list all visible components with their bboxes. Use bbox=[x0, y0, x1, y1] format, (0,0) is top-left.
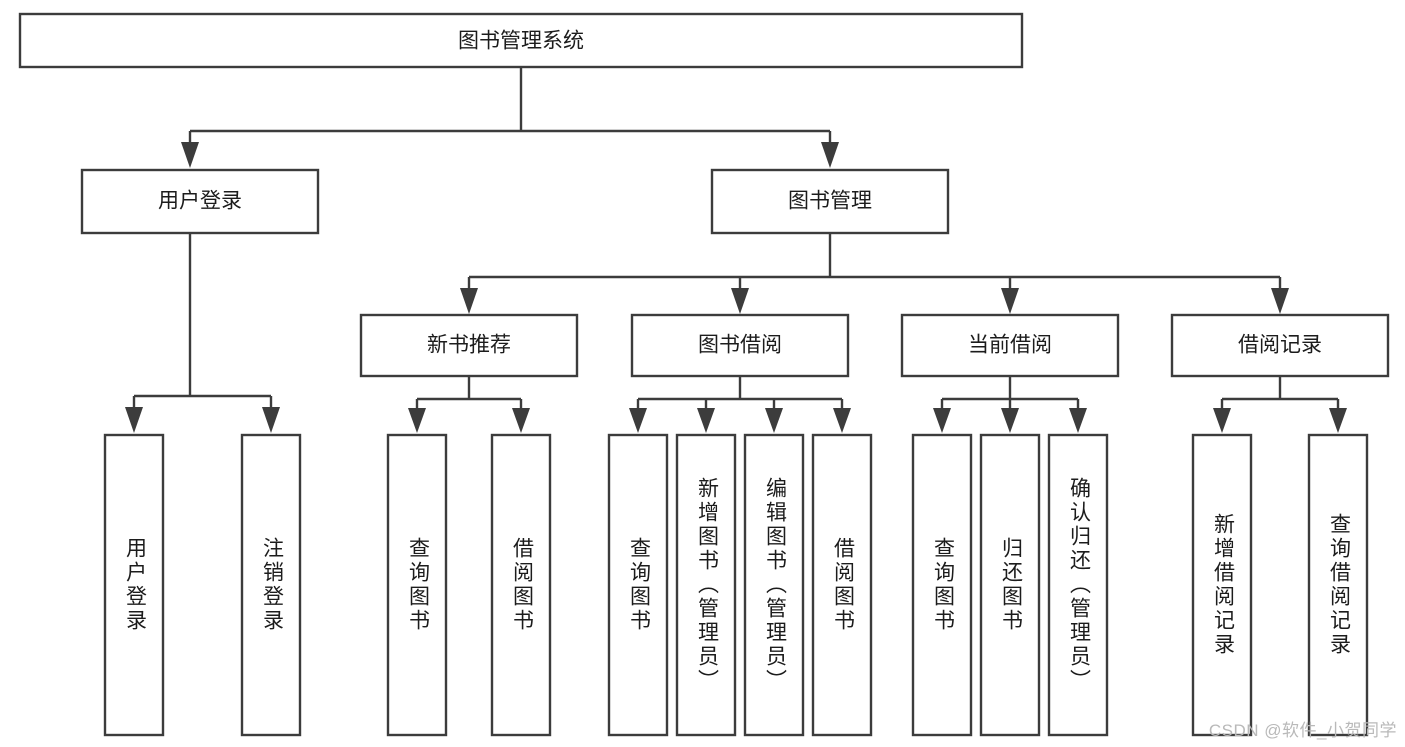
node-book-borrow-box[interactable] bbox=[630, 313, 850, 378]
node-leaf-9-label: 查询图书 bbox=[931, 537, 955, 633]
node-leaf-13[interactable]: 查询借阅记录 bbox=[1307, 433, 1369, 737]
node-book-borrow-label: 图书借阅 bbox=[698, 334, 782, 357]
node-leaf-3-label: 查询图书 bbox=[406, 537, 430, 633]
node-borrow-record-label: 借阅记录 bbox=[1238, 334, 1322, 357]
node-book-manage[interactable]: 图书管理 bbox=[710, 168, 950, 235]
node-leaf-8[interactable]: 借阅图书 bbox=[811, 433, 873, 737]
node-leaf-3-box[interactable] bbox=[386, 433, 448, 737]
node-leaf-11-label: 确认归还（管理员） bbox=[1067, 477, 1091, 693]
arrow-to-book-manage bbox=[821, 142, 839, 168]
arrow-to-leaf-9 bbox=[933, 408, 951, 433]
node-leaf-13-label: 查询借阅记录 bbox=[1327, 513, 1351, 657]
node-book-manage-label: 图书管理 bbox=[788, 190, 872, 213]
node-leaf-4[interactable]: 借阅图书 bbox=[490, 433, 552, 737]
csdn-watermark: CSDN @软件_小贺同学 bbox=[1208, 721, 1397, 740]
node-leaf-12-box[interactable] bbox=[1191, 433, 1253, 737]
node-leaf-2-label: 注销登录 bbox=[260, 537, 284, 633]
node-leaf-9-box[interactable] bbox=[911, 433, 973, 737]
node-leaf-4-label: 借阅图书 bbox=[510, 537, 534, 633]
arrow-to-leaf-10 bbox=[1001, 408, 1019, 433]
node-leaf-5-box[interactable] bbox=[607, 433, 669, 737]
node-leaf-5[interactable]: 查询图书 bbox=[607, 433, 669, 737]
node-leaf-1-label: 用户登录 bbox=[123, 537, 147, 633]
node-book-manage-box[interactable] bbox=[710, 168, 950, 235]
node-root-label: 图书管理系统 bbox=[458, 30, 584, 53]
node-new-book-rec-label: 新书推荐 bbox=[427, 334, 511, 357]
arrow-to-user-login bbox=[181, 142, 199, 168]
node-leaf-10-box[interactable] bbox=[979, 433, 1041, 737]
node-leaf-6-box[interactable] bbox=[675, 433, 737, 737]
arrow-to-leaf-1 bbox=[125, 407, 143, 433]
node-leaf-8-label: 借阅图书 bbox=[831, 537, 855, 633]
node-borrow-record[interactable]: 借阅记录 bbox=[1170, 313, 1390, 378]
arrow-to-leaf-2 bbox=[262, 407, 280, 433]
arrow-to-leaf-8 bbox=[833, 408, 851, 433]
node-current-borrow-label: 当前借阅 bbox=[968, 334, 1052, 357]
node-new-book-rec[interactable]: 新书推荐 bbox=[359, 313, 579, 378]
node-leaf-7-box[interactable] bbox=[743, 433, 805, 737]
node-leaf-4-box[interactable] bbox=[490, 433, 552, 737]
node-book-borrow[interactable]: 图书借阅 bbox=[630, 313, 850, 378]
node-leaf-1-box[interactable] bbox=[103, 433, 165, 737]
node-new-book-rec-box[interactable] bbox=[359, 313, 579, 378]
node-leaf-2-box[interactable] bbox=[240, 433, 302, 737]
arrow-to-borrow-record bbox=[1271, 288, 1289, 314]
connector-layer bbox=[125, 67, 1347, 433]
node-borrow-record-box[interactable] bbox=[1170, 313, 1390, 378]
node-leaf-10[interactable]: 归还图书 bbox=[979, 433, 1041, 737]
node-root[interactable]: 图书管理系统 bbox=[18, 12, 1024, 69]
node-current-borrow[interactable]: 当前借阅 bbox=[900, 313, 1120, 378]
arrow-to-leaf-6 bbox=[697, 408, 715, 433]
node-leaf-10-label: 归还图书 bbox=[999, 537, 1023, 633]
arrow-to-current-borrow bbox=[1001, 288, 1019, 314]
node-current-borrow-box[interactable] bbox=[900, 313, 1120, 378]
node-leaf-13-box[interactable] bbox=[1307, 433, 1369, 737]
node-leaf-8-box[interactable] bbox=[811, 433, 873, 737]
node-leaf-7-label: 编辑图书（管理员） bbox=[763, 477, 787, 693]
arrow-to-new-book-rec bbox=[460, 288, 478, 314]
node-leaf-6-label: 新增图书（管理员） bbox=[695, 477, 719, 693]
node-leaf-6[interactable]: 新增图书（管理员） bbox=[675, 433, 737, 737]
arrow-to-leaf-13 bbox=[1329, 408, 1347, 433]
node-leaf-1[interactable]: 用户登录 bbox=[103, 433, 165, 737]
node-leaf-11[interactable]: 确认归还（管理员） bbox=[1047, 433, 1109, 737]
node-leaf-3[interactable]: 查询图书 bbox=[386, 433, 448, 737]
node-root-box[interactable] bbox=[18, 12, 1024, 69]
arrow-to-leaf-7 bbox=[765, 408, 783, 433]
arrow-to-leaf-11 bbox=[1069, 408, 1087, 433]
arrow-to-leaf-3 bbox=[408, 408, 426, 433]
node-leaf-7[interactable]: 编辑图书（管理员） bbox=[743, 433, 805, 737]
node-leaf-12[interactable]: 新增借阅记录 bbox=[1191, 433, 1253, 737]
node-leaf-9[interactable]: 查询图书 bbox=[911, 433, 973, 737]
node-user-login-box[interactable] bbox=[80, 168, 320, 235]
arrow-to-leaf-5 bbox=[629, 408, 647, 433]
node-user-login[interactable]: 用户登录 bbox=[80, 168, 320, 235]
arrow-to-leaf-12 bbox=[1213, 408, 1231, 433]
arrow-to-book-borrow bbox=[731, 288, 749, 314]
node-leaf-11-box[interactable] bbox=[1047, 433, 1109, 737]
arrow-to-leaf-4 bbox=[512, 408, 530, 433]
node-user-login-label: 用户登录 bbox=[158, 190, 242, 213]
node-leaf-2[interactable]: 注销登录 bbox=[240, 433, 302, 737]
node-leaf-5-label: 查询图书 bbox=[627, 537, 651, 633]
node-leaf-12-label: 新增借阅记录 bbox=[1211, 513, 1235, 657]
